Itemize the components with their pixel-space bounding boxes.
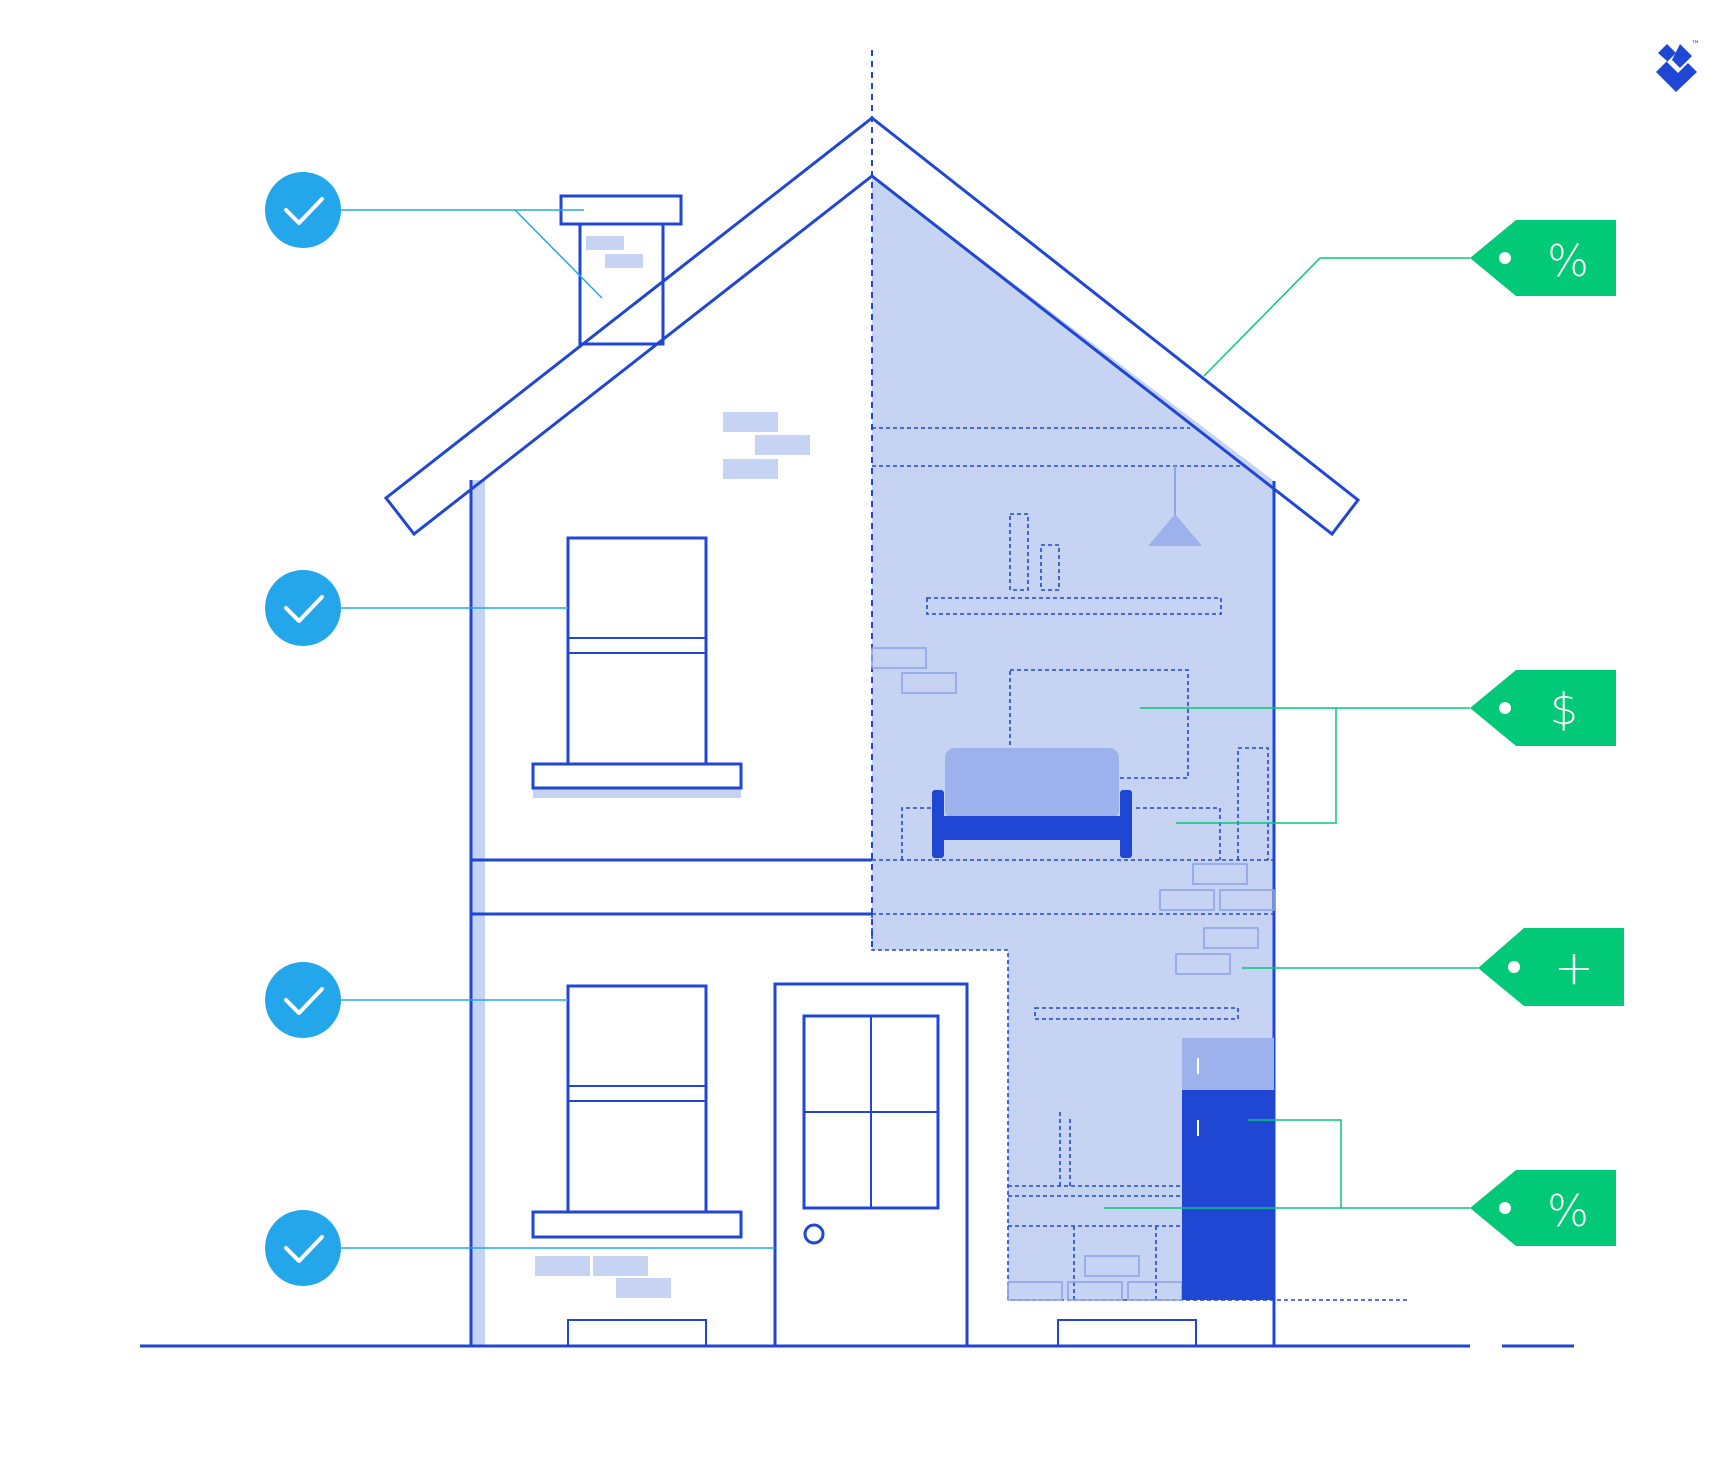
exterior-bricks [535,412,810,1298]
interior-cutaway-fill [872,176,1274,1300]
wall-shelf [926,597,1222,615]
ceiling-lamp [1148,466,1202,546]
price-leader-kitchen [1104,1119,1342,1209]
basement-vents [567,1319,1197,1347]
counter-shelf [1034,1007,1239,1020]
checkmark-icon [265,570,341,646]
price-tag-living-room: $ [1470,670,1616,746]
price-tag-icon [1478,928,1624,1006]
price-leader-living-room [1140,707,1337,824]
side-table [901,807,934,860]
vase-tall [1009,513,1029,591]
check-leader-lines [341,209,775,1249]
door-knob [803,1223,825,1245]
checkmark-icon [265,962,341,1038]
roof [383,116,1361,537]
price-tag-symbol: $ [1550,684,1578,735]
price-tags: % $ + % [1470,220,1624,1246]
price-tag-wall: + [1478,928,1624,1006]
checkmark-badges [265,172,341,1286]
price-leader-lines [1104,257,1478,1209]
price-tag-icon [1470,670,1616,746]
price-tag-icon [1470,220,1616,296]
price-tag-roof: % [1470,220,1616,296]
floor-lamp [1237,747,1269,860]
price-tag-icon [1470,1170,1616,1246]
upper-window [531,536,743,798]
chimney-brick [586,236,624,250]
checkmark-icon [265,172,341,248]
price-leader-roof [1203,257,1470,377]
price-tag-symbol: % [1547,1186,1589,1237]
interior-dashed-details [871,427,1410,1301]
toptal-logo-icon: ™ [1656,40,1700,92]
price-tag-symbol: + [1554,940,1594,996]
interior-bricks [871,647,1275,1301]
front-door [773,982,969,1348]
chimney-brick [605,254,643,268]
lower-window [531,984,743,1239]
kitchen-cabinet [1182,1038,1274,1300]
checkmark-icon [265,1210,341,1286]
vase-short [1040,544,1060,591]
logo-trademark: ™ [1691,40,1700,50]
price-tag-kitchen: % [1470,1170,1616,1246]
sofa [932,748,1132,858]
price-tag-symbol: % [1547,236,1589,287]
